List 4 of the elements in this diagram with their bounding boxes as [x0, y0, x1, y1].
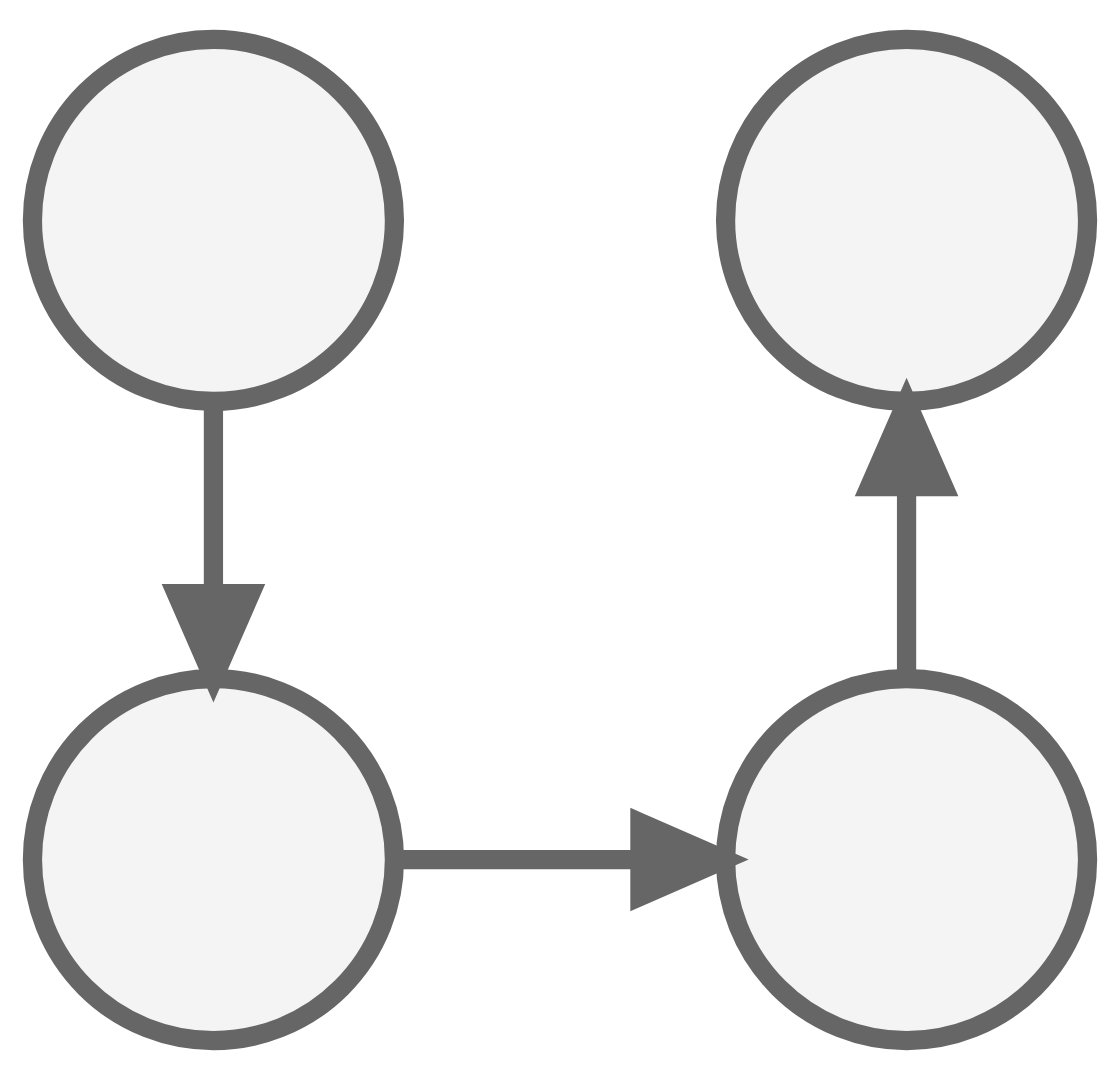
node-circle — [715, 29, 1098, 411]
node-circle — [715, 669, 1098, 1051]
node-circle — [22, 29, 405, 411]
node-circle — [22, 669, 405, 1051]
